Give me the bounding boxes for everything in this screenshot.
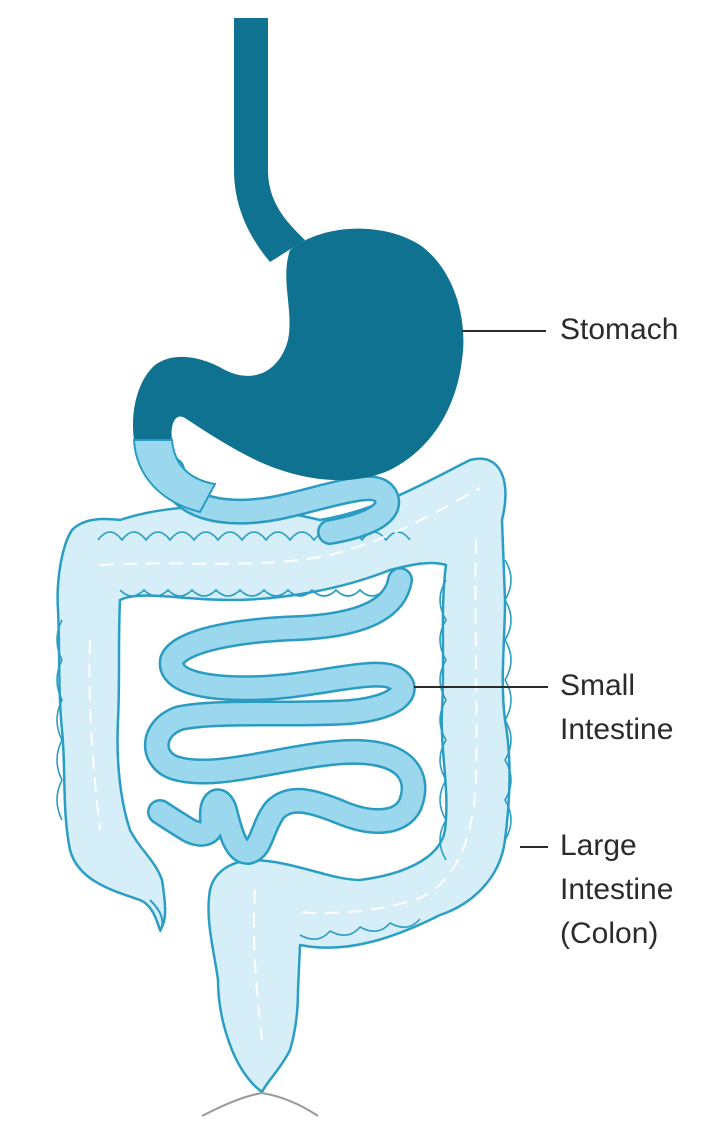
large-intestine-label-line-2: Intestine bbox=[560, 873, 674, 906]
small-intestine-label-line-1: Small bbox=[560, 669, 636, 702]
small-intestine-label-line-2: Intestine bbox=[560, 713, 674, 746]
descending-colon-haustra bbox=[439, 579, 447, 861]
transverse-colon-haustra-lower bbox=[119, 588, 409, 597]
stomach-label-text: Stomach bbox=[560, 313, 679, 346]
stomach bbox=[132, 18, 464, 514]
stomach-leader-line bbox=[462, 330, 546, 332]
large-intestine-leader-line bbox=[520, 846, 548, 848]
descending-colon-outer-haustra bbox=[504, 559, 512, 841]
anus-outline bbox=[201, 1091, 319, 1117]
esophagus bbox=[234, 18, 305, 262]
large-intestine-label-line-1: Large bbox=[560, 829, 637, 862]
large-intestine-label-line-3: (Colon) bbox=[560, 917, 659, 950]
ascending-colon-haustra bbox=[56, 619, 63, 821]
stomach-body bbox=[132, 228, 464, 481]
duodenum bbox=[132, 439, 217, 514]
appendix bbox=[149, 899, 164, 933]
large-intestine bbox=[56, 457, 512, 1117]
small-intestine-leader-line bbox=[414, 686, 548, 688]
large-intestine-label: Large Intestine (Colon) bbox=[560, 824, 673, 956]
stomach-label: Stomach bbox=[560, 308, 678, 352]
ascending-and-transverse-colon bbox=[56, 457, 511, 1094]
small-intestine-label: Small Intestine bbox=[560, 664, 673, 752]
sigmoid-colon-haustra bbox=[299, 918, 421, 940]
